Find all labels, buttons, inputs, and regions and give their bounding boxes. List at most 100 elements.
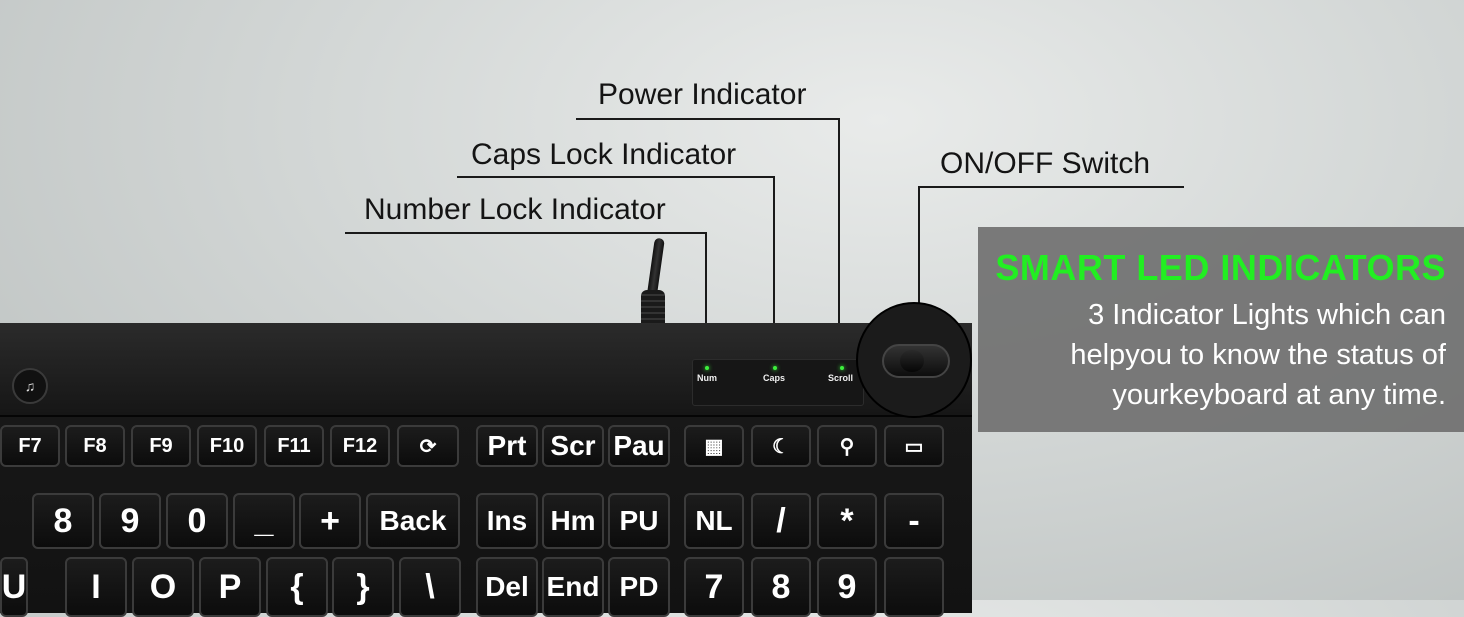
key-f11[interactable]: F11 [264, 425, 324, 467]
key-num9[interactable]: 9 [817, 557, 877, 617]
key-num7[interactable]: 7 [684, 557, 744, 617]
key-back[interactable]: Back [366, 493, 460, 549]
key-9[interactable]: 9 [99, 493, 161, 549]
on-off-switch[interactable] [882, 344, 950, 378]
key-pau[interactable]: Pau [608, 425, 670, 467]
key-label: PU [619, 505, 659, 536]
caps-lock-indicator-label: Caps Lock Indicator [471, 138, 737, 171]
key-label: 9 [837, 567, 857, 606]
key-label: Scr [550, 430, 596, 461]
refresh-icon[interactable]: ⟳ [397, 425, 459, 467]
key-label: Pau [613, 430, 665, 461]
key-p[interactable]: P [199, 557, 261, 617]
key-backslash[interactable]: \ [399, 557, 461, 617]
led-label-num: Num [697, 373, 717, 383]
key-del[interactable]: Del [476, 557, 538, 617]
key-minus[interactable]: _ [233, 493, 295, 549]
key-label: End [546, 571, 600, 602]
key-0[interactable]: 0 [166, 493, 228, 549]
key-label: \ [425, 567, 435, 606]
switch-knob[interactable] [900, 350, 924, 372]
caps-leader-h [457, 176, 775, 178]
key-label: F8 [83, 434, 107, 457]
key-num-plus[interactable] [884, 557, 944, 617]
key-label: _ [254, 501, 274, 540]
key-f10[interactable]: F10 [197, 425, 257, 467]
key-f7[interactable]: F7 [0, 425, 60, 467]
key-end[interactable]: End [542, 557, 604, 617]
key-right-brace[interactable]: } [332, 557, 394, 617]
led-label-scroll: Scroll [828, 373, 854, 383]
key-label: 8 [53, 501, 73, 540]
switch-leader-h [920, 186, 1184, 188]
key-label: + [320, 501, 340, 540]
key-label: P [218, 567, 242, 606]
key-ins[interactable]: Ins [476, 493, 538, 549]
key-8[interactable]: 8 [32, 493, 94, 549]
num-leader-v [705, 232, 707, 368]
key-label: / [776, 501, 786, 540]
keyboard-top-panel: ♫ Num Caps Scroll [0, 323, 972, 417]
key-label: NL [695, 505, 733, 536]
scroll-led [840, 366, 844, 370]
key-label: PD [619, 571, 659, 602]
key-label: Del [485, 571, 529, 602]
key-label: F10 [209, 434, 245, 457]
key-u[interactable]: U [0, 557, 28, 617]
key-nl[interactable]: NL [684, 493, 744, 549]
key-num8[interactable]: 8 [751, 557, 811, 617]
key-label: Hm [550, 505, 596, 536]
key-subtract[interactable]: - [884, 493, 944, 549]
key-label: * [840, 501, 854, 540]
key-f12[interactable]: F12 [330, 425, 390, 467]
caps-led [773, 366, 777, 370]
key-hm[interactable]: Hm [542, 493, 604, 549]
num-leader-h [345, 232, 707, 234]
info-panel: SMART LED INDICATORS 3 Indicator Lights … [978, 227, 1464, 432]
key-label: Ins [486, 505, 528, 536]
key-label: U [1, 567, 27, 606]
on-off-switch-label: ON/OFF Switch [940, 147, 1151, 180]
num-led [705, 366, 709, 370]
key-scr[interactable]: Scr [542, 425, 604, 467]
key-label: F7 [18, 434, 42, 457]
key-label: 8 [771, 567, 791, 606]
key-f8[interactable]: F8 [65, 425, 125, 467]
calculator-icon[interactable]: ▦ [684, 425, 744, 467]
key-f9[interactable]: F9 [131, 425, 191, 467]
music-note-icon[interactable]: ♫ [12, 368, 48, 404]
key-o[interactable]: O [132, 557, 194, 617]
led-label-caps: Caps [763, 373, 786, 383]
led-indicator-panel: Num Caps Scroll [692, 359, 864, 406]
key-prt[interactable]: Prt [476, 425, 538, 467]
power-leader-h [576, 118, 840, 120]
key-label: F9 [149, 434, 173, 457]
power-leader-v [838, 118, 840, 368]
key-label: Prt [487, 430, 527, 461]
key-pu[interactable]: PU [608, 493, 670, 549]
on-off-switch-zoom [856, 302, 972, 418]
key-pd[interactable]: PD [608, 557, 670, 617]
switch-leader-v [918, 186, 920, 376]
key-equals[interactable]: + [299, 493, 361, 549]
key-left-brace[interactable]: { [266, 557, 328, 617]
key-multiply[interactable]: * [817, 493, 877, 549]
key-label: 9 [120, 501, 140, 540]
number-lock-indicator-label: Number Lock Indicator [364, 193, 666, 226]
info-title: SMART LED INDICATORS [995, 247, 1446, 288]
key-label: } [356, 567, 370, 606]
key-label: F12 [342, 434, 378, 457]
search-icon[interactable]: ⚲ [817, 425, 877, 467]
key-label: O [149, 567, 177, 606]
caps-leader-v [773, 176, 775, 368]
info-body: 3 Indicator Lights which can helpyou to … [1070, 299, 1446, 411]
sleep-icon[interactable]: ☾ [751, 425, 811, 467]
key-divide[interactable]: / [751, 493, 811, 549]
lock-screen-icon[interactable]: ▭ [884, 425, 944, 467]
key-label: F11 [277, 434, 311, 457]
keyboard: ♫ Num Caps Scroll F7 F8 F9 F10 F11 F12 ⟳… [0, 323, 972, 617]
key-label: 7 [704, 567, 724, 606]
power-indicator-label: Power Indicator [598, 78, 807, 111]
key-label: Back [379, 505, 447, 536]
key-i[interactable]: I [65, 557, 127, 617]
